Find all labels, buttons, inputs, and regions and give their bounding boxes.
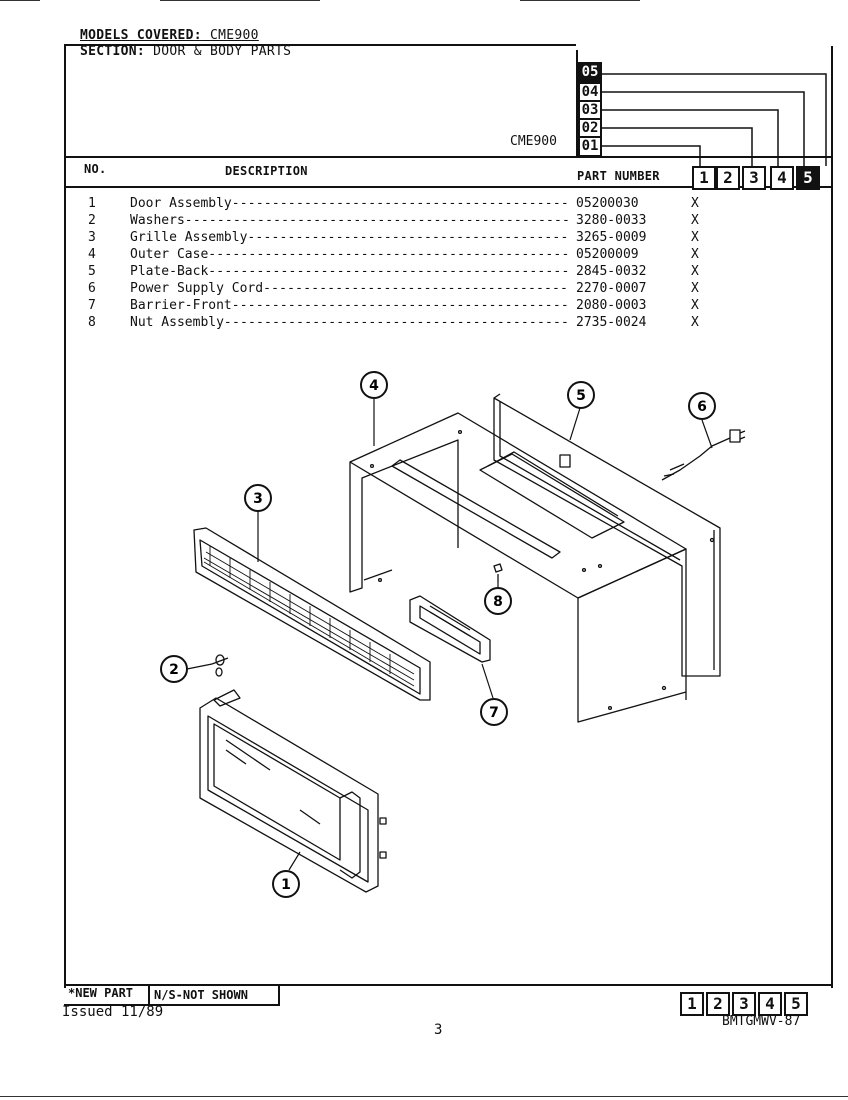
col-header-description: DESCRIPTION bbox=[225, 164, 308, 178]
col-header-no: NO. bbox=[84, 162, 107, 176]
back-plate-drawing bbox=[493, 393, 721, 691]
part-no: 7 bbox=[88, 298, 96, 313]
washers-drawing bbox=[211, 654, 229, 677]
nut-drawing bbox=[493, 563, 503, 582]
footer-divider-2 bbox=[278, 984, 280, 1004]
exploded-parts-diagram: 4 5 6 3 8 2 7 1 bbox=[160, 371, 746, 898]
front-barrier-drawing bbox=[409, 595, 491, 663]
part-mark: X bbox=[691, 298, 699, 313]
part-no: 4 bbox=[88, 247, 96, 262]
footer-column-box-3: 3 bbox=[732, 992, 756, 1016]
section-title: DOOR & BODY PARTS bbox=[153, 44, 292, 59]
part-number: 2270-0007 bbox=[576, 281, 647, 296]
top-border bbox=[64, 44, 576, 46]
part-description: Outer Case bbox=[130, 247, 209, 262]
part-description: Barrier-Front bbox=[130, 298, 232, 313]
part-description: Grille Assembly bbox=[130, 230, 248, 245]
models-covered-label: MODELS COVERED: bbox=[80, 28, 202, 43]
callout-5: 5 bbox=[567, 381, 595, 409]
bottom-rule bbox=[0, 1096, 848, 1097]
part-number: 2735-0024 bbox=[576, 315, 647, 330]
part-mark: X bbox=[691, 264, 699, 279]
part-no: 3 bbox=[88, 230, 96, 245]
issued-date: Issued 11/89 bbox=[62, 1004, 164, 1020]
part-number: 2845-0032 bbox=[576, 264, 647, 279]
part-number: 05200009 bbox=[576, 247, 639, 262]
callout-2: 2 bbox=[160, 655, 188, 683]
new-part-legend: *NEW PART bbox=[68, 986, 134, 1000]
column-box-2: 2 bbox=[716, 166, 740, 190]
part-no: 6 bbox=[88, 281, 96, 296]
part-no: 5 bbox=[88, 264, 96, 279]
svg-text:2: 2 bbox=[169, 662, 179, 678]
svg-text:1: 1 bbox=[281, 877, 291, 893]
part-description: Washers bbox=[130, 213, 185, 228]
callout-3: 3 bbox=[244, 484, 272, 512]
models-covered-line: MODELS COVERED: CME900 bbox=[80, 28, 259, 43]
page-number: 3 bbox=[434, 1022, 443, 1038]
power-cord-drawing bbox=[661, 429, 746, 481]
header-rule bbox=[64, 156, 831, 158]
svg-text:4: 4 bbox=[369, 378, 379, 394]
callout-7: 7 bbox=[480, 698, 508, 726]
part-mark: X bbox=[691, 281, 699, 296]
parts-list-frame bbox=[64, 46, 833, 988]
part-no: 2 bbox=[88, 213, 96, 228]
footer-rule bbox=[64, 984, 831, 986]
svg-text:6: 6 bbox=[697, 399, 707, 415]
callout-1: 1 bbox=[272, 870, 300, 898]
column-tag-05: 05 bbox=[578, 62, 602, 83]
part-no: 1 bbox=[88, 196, 96, 211]
not-shown-legend: N/S-NOT SHOWN bbox=[154, 988, 248, 1002]
part-number: 3265-0009 bbox=[576, 230, 647, 245]
part-mark: X bbox=[691, 230, 699, 245]
part-number: 3280-0033 bbox=[576, 213, 647, 228]
section-line: SECTION: DOOR & BODY PARTS bbox=[80, 44, 291, 59]
footer-column-box-1: 1 bbox=[680, 992, 704, 1016]
part-no: 8 bbox=[88, 315, 96, 330]
top-rule bbox=[0, 0, 848, 1]
svg-text:3: 3 bbox=[253, 491, 263, 507]
column-box-5: 5 bbox=[796, 166, 820, 190]
column-tag-divider bbox=[576, 50, 578, 158]
grille-drawing bbox=[193, 527, 431, 701]
column-box-1: 1 bbox=[692, 166, 716, 190]
footer-divider-1 bbox=[148, 984, 150, 1004]
column-box-4: 4 bbox=[770, 166, 794, 190]
callout-4: 4 bbox=[360, 371, 388, 399]
model-name: CME900 bbox=[210, 28, 259, 43]
part-number: 2080-0003 bbox=[576, 298, 647, 313]
part-mark: X bbox=[691, 196, 699, 211]
model-column-label: CME900 bbox=[510, 134, 557, 149]
col-header-part-number: PART NUMBER bbox=[577, 169, 660, 183]
header-rule-bottom bbox=[64, 186, 831, 188]
part-description: Door Assembly bbox=[130, 196, 232, 211]
callout-8: 8 bbox=[484, 587, 512, 615]
callout-bubbles: 4 5 6 3 8 2 7 1 bbox=[160, 371, 716, 898]
part-mark: X bbox=[691, 315, 699, 330]
part-number: 05200030 bbox=[576, 196, 639, 211]
footer-column-box-2: 2 bbox=[706, 992, 730, 1016]
callout-6: 6 bbox=[688, 392, 716, 420]
part-mark: X bbox=[691, 213, 699, 228]
column-tag-03: 03 bbox=[578, 100, 602, 121]
outer-case-drawing bbox=[349, 412, 687, 723]
part-description: Power Supply Cord bbox=[130, 281, 264, 296]
column-box-3: 3 bbox=[742, 166, 766, 190]
document-code: BMTGMWV-87 bbox=[722, 1014, 801, 1029]
door-drawing bbox=[199, 689, 387, 893]
part-description: Nut Assembly bbox=[130, 315, 224, 330]
footer-rule-bottom bbox=[64, 1004, 280, 1006]
part-description: Plate-Back bbox=[130, 264, 209, 279]
column-leader-lines bbox=[600, 73, 827, 166]
svg-text:5: 5 bbox=[576, 388, 586, 404]
svg-text:8: 8 bbox=[493, 594, 503, 610]
footer-column-box-5: 5 bbox=[784, 992, 808, 1016]
footer-column-box-4: 4 bbox=[758, 992, 782, 1016]
section-label: SECTION: bbox=[80, 44, 146, 59]
svg-text:7: 7 bbox=[489, 705, 499, 721]
part-mark: X bbox=[691, 247, 699, 262]
